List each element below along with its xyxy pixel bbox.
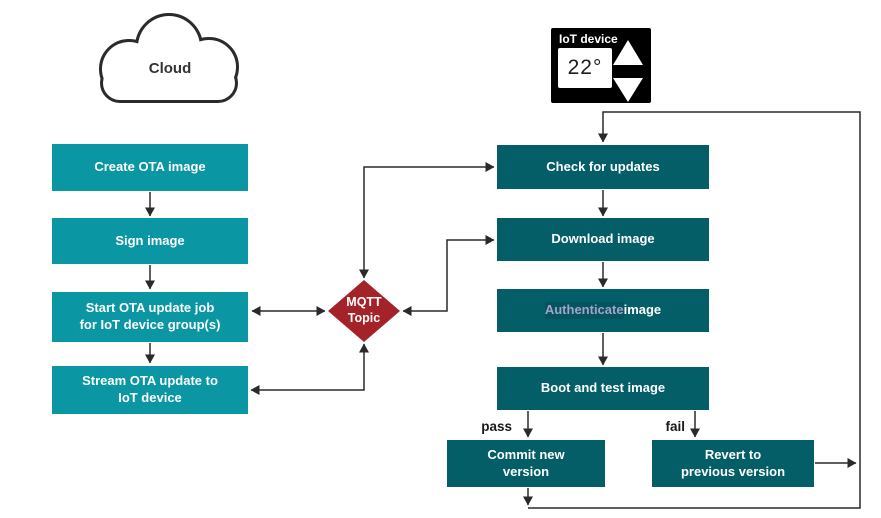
iot-device-label: IoT device — [559, 32, 618, 46]
cloud-icon — [99, 13, 239, 103]
cloud-label: Cloud — [148, 60, 192, 77]
authenticate-rest-text: image — [623, 302, 662, 318]
connector-mqtt-download-bidirectional — [402, 235, 495, 316]
authenticate-highlight-text: Authenticate — [544, 302, 624, 319]
node-authenticate-image: Authenticate image — [497, 289, 709, 332]
temperature-display: 22° — [558, 48, 612, 88]
branch-label-pass: pass — [481, 419, 512, 434]
node-start-ota-update-job: Start OTA update job for IoT device grou… — [52, 292, 248, 342]
node-check-for-updates: Check for updates — [497, 145, 709, 189]
connector-mqtt-check-bidirectional — [359, 162, 495, 279]
thermostat-up-icon — [613, 40, 643, 65]
thermostat-arrows — [613, 40, 643, 102]
iot-device: IoT device 22° — [551, 28, 651, 103]
thermostat-down-icon — [613, 78, 643, 102]
node-create-ota-image: Create OTA image — [52, 144, 248, 191]
node-download-image: Download image — [497, 218, 709, 261]
connector-mqtt-stream-bidirectional — [250, 343, 369, 395]
branch-label-fail: fail — [665, 419, 685, 434]
node-commit-new-version: Commit new version — [447, 440, 605, 487]
node-mqtt-topic: MQTT Topic — [328, 280, 400, 342]
node-stream-ota-update: Stream OTA update to IoT device — [52, 366, 248, 414]
node-sign-image: Sign image — [52, 218, 248, 264]
node-boot-and-test-image: Boot and test image — [497, 367, 709, 410]
node-revert-to-previous-version: Revert to previous version — [652, 440, 814, 487]
